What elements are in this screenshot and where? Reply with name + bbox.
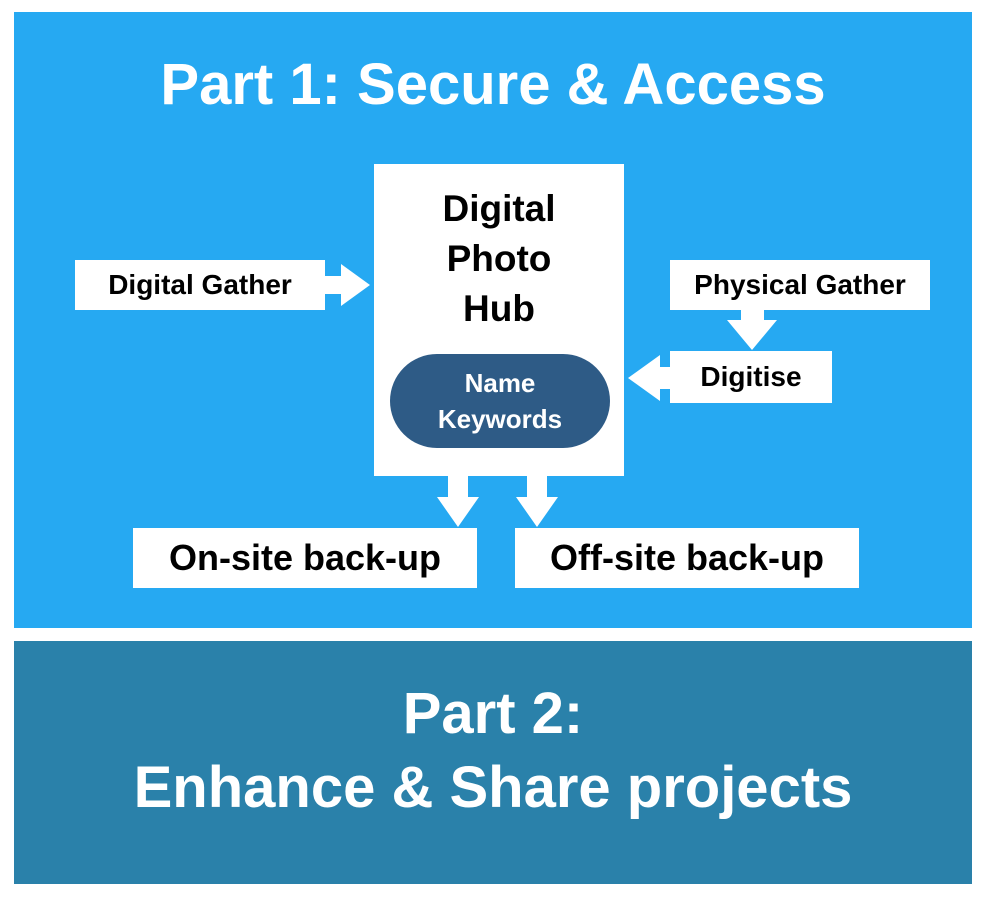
part1-panel: Part 1: Secure & Access [14, 12, 972, 628]
pill-line-name: Name [464, 368, 536, 398]
digitise-box: Digitise [670, 351, 832, 403]
offsite-backup-box: Off-site back-up [515, 528, 859, 588]
pill-line-keywords: Keywords [437, 404, 563, 434]
part2-panel: Part 2: Enhance & Share projects [14, 641, 972, 884]
hub-title-line3: Hub [463, 288, 535, 329]
hub-title-line1: Digital [442, 188, 556, 229]
arrow-digital-gather-to-hub [325, 264, 370, 306]
onsite-backup-box: On-site back-up [133, 528, 477, 588]
part1-title: Part 1: Secure & Access [160, 52, 826, 117]
name-keywords-pill: Name Keywords [390, 354, 610, 448]
arrow-hub-to-offsite [516, 476, 558, 527]
physical-gather-box: Physical Gather [670, 260, 930, 310]
part2-title-line2: Enhance & Share projects [133, 755, 853, 820]
arrow-hub-to-onsite [437, 476, 479, 527]
digital-photo-hub-box: Digital Photo Hub Name Keywords [374, 164, 624, 476]
digital-gather-box: Digital Gather [75, 260, 325, 310]
arrow-physical-gather-to-digitise [727, 310, 777, 350]
arrow-digitise-to-hub [628, 355, 670, 401]
hub-title-line2: Photo [446, 238, 552, 279]
part2-title-line1: Part 2: [402, 681, 584, 746]
